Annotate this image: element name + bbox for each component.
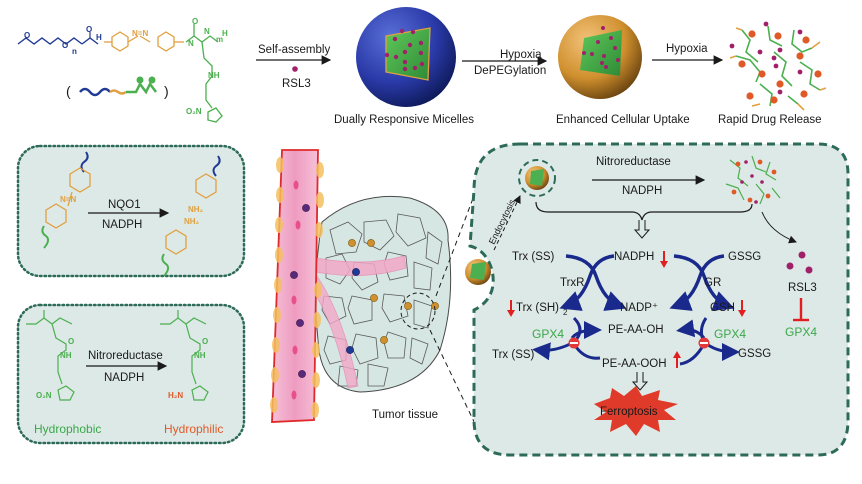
gssg-bottom: GSSG bbox=[738, 348, 771, 360]
trxr-cycle bbox=[559, 254, 627, 311]
rsl3-drug-icon bbox=[292, 66, 298, 72]
schematic-peg bbox=[79, 87, 111, 97]
gpx4-left-label: GPX4 bbox=[532, 327, 564, 341]
amine-group: NH₂ bbox=[188, 205, 204, 214]
side-chain-nh: NH bbox=[208, 71, 220, 80]
nitro-group: O₂N bbox=[36, 391, 52, 400]
gpx4-right-label: GPX4 bbox=[714, 327, 746, 341]
hydrophilic-label: Hydrophilic bbox=[164, 422, 223, 436]
svg-text:N: N bbox=[204, 27, 210, 36]
micelle2-caption: Enhanced Cellular Uptake bbox=[556, 114, 690, 126]
gr-label: GR bbox=[704, 277, 721, 289]
hollow-down-arrow bbox=[633, 220, 651, 239]
dually-responsive-micelle: Dually Responsive Micelles bbox=[334, 7, 474, 126]
svg-text:N=N: N=N bbox=[60, 195, 76, 204]
release-bracket bbox=[535, 201, 753, 221]
nitro-nadph-label: NADPH bbox=[104, 372, 144, 384]
nitro-label: O₂N bbox=[186, 107, 202, 116]
schematic-azo bbox=[109, 89, 127, 95]
svg-text:NH: NH bbox=[194, 351, 206, 360]
zoom-region-circle bbox=[400, 292, 436, 330]
released-polymer-cluster bbox=[729, 25, 827, 111]
endocytosing-micelle bbox=[465, 259, 491, 285]
svg-text:N=N: N=N bbox=[132, 29, 148, 38]
azo-reduction-panel: N=N NQO1 NADPH NH₂ NH₂ bbox=[16, 144, 246, 278]
cell-nitroreductase-label: Nitroreductase bbox=[596, 156, 671, 168]
peg-oxygen-2: O bbox=[62, 41, 68, 50]
polypeptide-backbone bbox=[185, 24, 223, 123]
nitro-reduction-panel: O NH O₂N Hydrophobic Nitroreductase NADP… bbox=[16, 303, 246, 445]
drug-particles bbox=[384, 28, 425, 72]
nadph-node: NADPH bbox=[614, 251, 654, 263]
pe-aa-oh-node: PE-AA-OH bbox=[608, 324, 664, 336]
rsl3-molecules bbox=[786, 251, 813, 274]
micelle1-caption: Dually Responsive Micelles bbox=[334, 114, 474, 126]
gr-cycle bbox=[669, 254, 735, 311]
depegylation-step: Hypoxia DePEGylation bbox=[462, 49, 548, 77]
azo-nadph-label: NADPH bbox=[102, 219, 142, 231]
amide-nh: H bbox=[96, 33, 102, 42]
schematic-paren-left: ( bbox=[66, 83, 71, 99]
trx-sh2-subscript: 2 bbox=[563, 308, 568, 317]
svg-text:NH: NH bbox=[60, 351, 72, 360]
nqo1-label: NQO1 bbox=[108, 199, 141, 211]
hollow-down-arrow bbox=[631, 372, 649, 391]
svg-text:O: O bbox=[192, 17, 198, 26]
endosome bbox=[518, 159, 556, 197]
schematic-pendant bbox=[136, 76, 144, 84]
nadp-plus-node: NADP⁺ bbox=[620, 302, 658, 314]
trx-ss-top: Trx (SS) bbox=[512, 251, 555, 263]
gpx4-inhibited-label: GPX4 bbox=[785, 325, 817, 339]
schematic-pendant bbox=[148, 76, 156, 84]
cell-nadph-label: NADPH bbox=[622, 185, 662, 197]
gsh-node: GSH bbox=[710, 302, 735, 314]
azobenzene bbox=[104, 31, 184, 52]
amine-group-red: H₂N bbox=[168, 391, 183, 400]
trxr-label: TrxR bbox=[560, 277, 584, 289]
release-caption: Rapid Drug Release bbox=[718, 114, 822, 126]
svg-text:O: O bbox=[68, 337, 74, 346]
hydrophilic-groups bbox=[738, 30, 822, 104]
schematic-peptide bbox=[126, 81, 157, 95]
carbonyl-o: O bbox=[86, 25, 92, 34]
released-drug bbox=[729, 21, 803, 95]
self-assembly-label: Self-assembly bbox=[258, 44, 330, 56]
rsl3-label: RSL3 bbox=[282, 78, 311, 90]
peg-oxygen-1: O bbox=[24, 31, 30, 40]
hydrophobic-label: Hydrophobic bbox=[34, 422, 101, 436]
hypoxia-label-2: Hypoxia bbox=[666, 43, 708, 55]
pe-aa-ooh-node: PE-AA-OOH bbox=[602, 358, 667, 370]
depegylated-micelle: Enhanced Cellular Uptake bbox=[556, 15, 690, 126]
cell-membrane bbox=[468, 142, 850, 457]
svg-text:H: H bbox=[222, 29, 228, 38]
trx-ss-bottom: Trx (SS) bbox=[492, 349, 535, 361]
rsl3-cell-label: RSL3 bbox=[788, 282, 817, 294]
peg-chain bbox=[17, 37, 83, 45]
nitroreductase-label: Nitroreductase bbox=[88, 350, 163, 362]
tumor-tissue-caption: Tumor tissue bbox=[372, 409, 438, 421]
peg-n-subscript: n bbox=[72, 47, 77, 56]
ferroptosis-burst bbox=[594, 386, 678, 436]
blood-vessel bbox=[270, 149, 324, 423]
release-step: Hypoxia bbox=[652, 43, 724, 65]
ferroptosis-label: Ferroptosis bbox=[600, 406, 658, 418]
depegylation-label: DePEGylation bbox=[474, 65, 546, 77]
intracellular-released-cluster bbox=[725, 155, 781, 205]
hypoxia-label-1: Hypoxia bbox=[500, 49, 542, 61]
svg-text:N: N bbox=[188, 39, 194, 48]
svg-text:O: O bbox=[202, 337, 208, 346]
gssg-top: GSSG bbox=[728, 251, 761, 263]
tissue-nanoparticles bbox=[348, 239, 439, 344]
self-assembly-step: Self-assembly RSL3 bbox=[256, 44, 332, 90]
tumor-tissue-illustration: Tumor tissue bbox=[270, 149, 481, 431]
cell-mechanism-panel: Endocytosis Nitroreductase NADPH bbox=[465, 142, 850, 457]
schematic-paren-right: ) bbox=[164, 83, 169, 99]
polymer-structure: O O n O H N=N N O N m H NH O₂N ( bbox=[17, 17, 228, 123]
amine-group: NH₂ bbox=[184, 217, 200, 226]
trx-sh2-node: Trx (SH) bbox=[516, 302, 559, 314]
m-subscript: m bbox=[216, 35, 223, 44]
vessel-branch bbox=[305, 255, 407, 276]
